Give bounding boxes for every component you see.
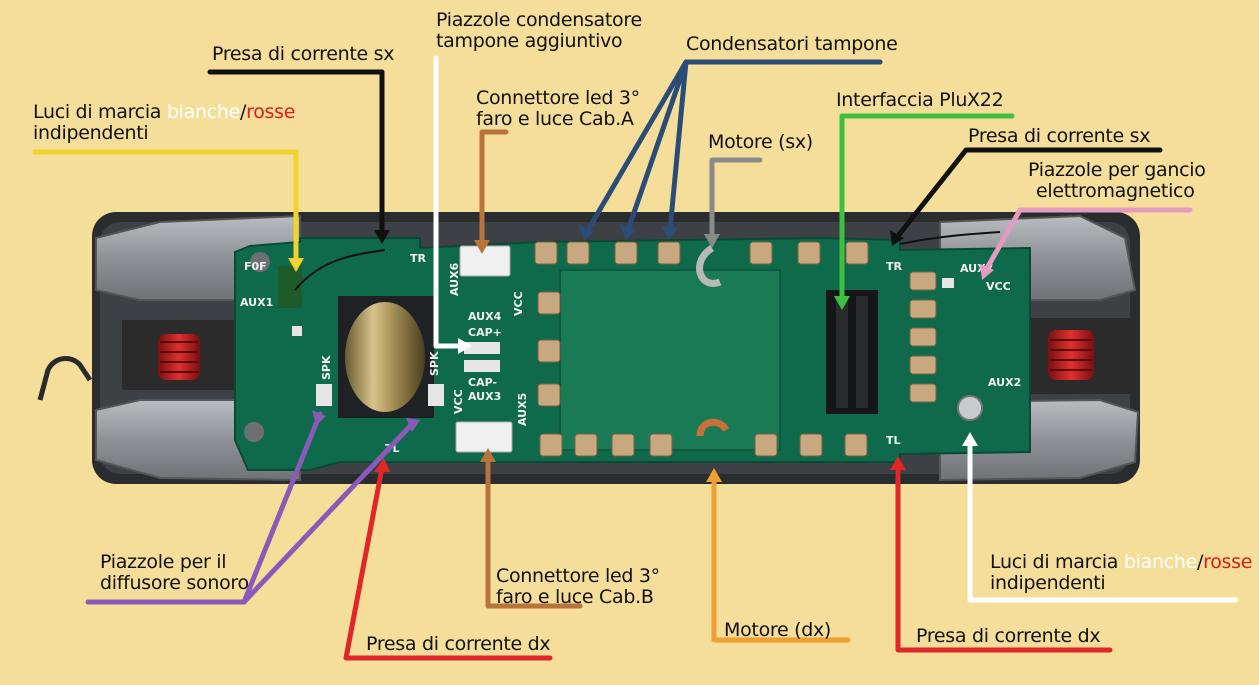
silk-aux1: AUX1 [240,296,273,309]
silk-tr-2: TR [886,260,903,273]
arrow-condensatori-3 [667,59,689,233]
arrow-diffusore-2 [241,419,417,605]
label-presa-sx-right: Presa di corrente sx [968,125,1151,147]
capacitors-right-column [909,271,937,403]
arrow-luci-dx [967,439,1239,603]
capacitors-top [534,241,869,265]
arrow-motore-sx [709,157,763,243]
arrow-heads [288,224,994,482]
arrow-presa-sx-top [207,69,385,239]
silk-aux6: AUX6 [448,262,461,296]
silk-f0f: F0F [244,260,267,273]
silkscreen: F0F AUX1 TR AUX4 CAP+ CAP- AUX3 TL TR TL… [240,252,1021,455]
silk-tl-2: TL [886,434,901,447]
label-presa-sx-top: Presa di corrente sx [212,43,395,65]
arrow-connettore-b [485,455,583,609]
motor-wire-top [696,245,722,287]
silk-vcc-1: VCC [512,291,525,316]
capacitors-bottom [539,433,868,457]
silk-tr-1: TR [410,252,427,265]
label-presa-dx-left: Presa di corrente dx [366,633,551,655]
label-motore-dx: Motore (dx) [724,619,832,641]
pickup-wire-left [294,249,386,291]
arrow-condensatori-2 [625,59,689,233]
label-connettore-cab-b: Connettore led 3°faro e luce Cab.B [496,565,660,608]
left-end-block [95,214,301,482]
silk-aux4: AUX4 [468,310,502,323]
arrow-luci-sx [32,149,299,265]
motor-wire-bottom [696,418,730,437]
arrow-motore-dx [711,475,851,643]
label-condensatori-tampone: Condensatori tampone [686,33,898,55]
label-interfaccia-plux22: Interfaccia PluX22 [836,89,1004,111]
capacitors-left-column [537,291,561,407]
label-presa-dx-right: Presa di corrente dx [916,625,1101,647]
annotation-arrows [32,55,1239,661]
label-luci-dx: Luci di marcia bianche/rosse indipendent… [990,551,1253,594]
silk-vcc-3: VCC [986,280,1011,293]
label-luci-sx: Luci di marcia bianche/rosse indipendent… [33,101,296,144]
label-connettore-cab-a: Connettore led 3°faro e luce Cab.A [476,87,640,130]
arrow-presa-sx-right [895,147,1163,239]
silk-aux2: AUX2 [988,376,1021,389]
arrow-presa-dx-right [895,463,1113,653]
silk-aux3: AUX3 [468,390,501,403]
silk-cap-plus: CAP+ [468,326,502,339]
arrow-connettore-a [479,129,509,249]
coupler-hook [37,356,93,401]
arrow-gancio [983,207,1193,273]
silk-spk-2: SPK [428,351,441,376]
pickup-wire-right [899,231,1001,245]
silk-cap-minus: CAP- [468,376,497,389]
silk-aux5: AUX5 [516,393,529,426]
arrow-presa-dx-left [343,465,553,661]
silk-spk-1: SPK [320,355,333,380]
arrow-piazzole-cond [433,55,465,349]
right-end-block [939,214,1140,482]
label-motore-sx: Motore (sx) [708,131,813,153]
arrow-interfaccia [839,113,1015,303]
silk-vcc-2: VCC [452,389,465,414]
